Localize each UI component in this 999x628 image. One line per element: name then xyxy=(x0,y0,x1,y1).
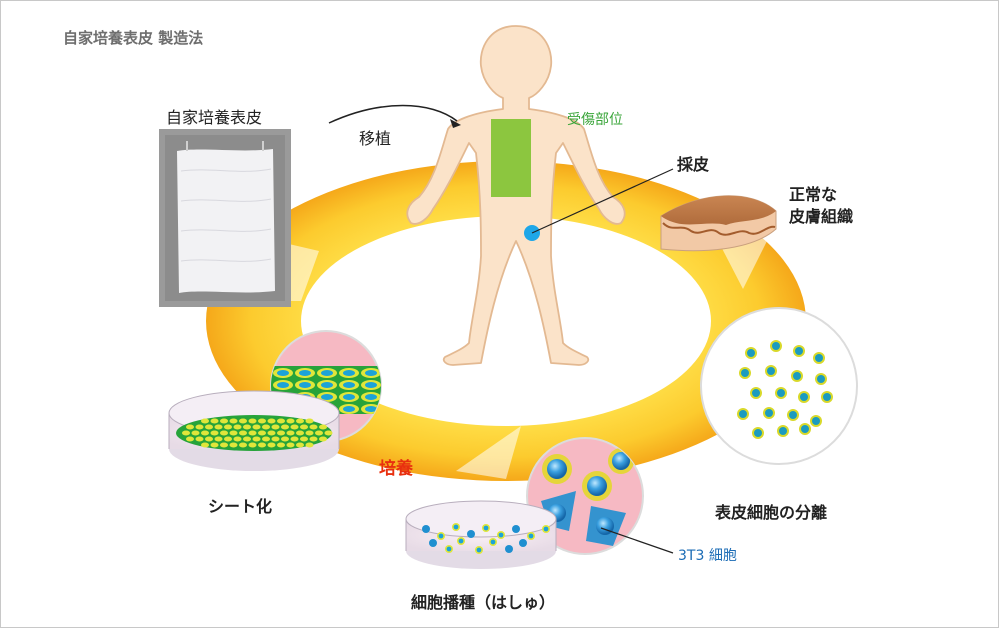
cultured-epidermis-photo xyxy=(159,129,291,307)
graft-label: 自家培養表皮 xyxy=(166,108,263,127)
normal-skin-label-line2: 皮膚組織 xyxy=(789,207,854,226)
wound-site-label: 受傷部位 xyxy=(567,112,623,128)
seeding-magnified-circle xyxy=(526,437,674,555)
skin-tissue-block xyxy=(660,195,777,252)
transplant-label: 移植 xyxy=(359,129,392,148)
figure-title: 自家培養表皮 製造法 xyxy=(63,29,204,47)
sheet-culture-dish xyxy=(168,390,340,471)
transplant-arrowhead xyxy=(450,119,461,128)
seeding-label: 細胞播種（はしゅ） xyxy=(411,593,556,612)
transplant-arrow xyxy=(328,104,458,124)
harvest-label: 採皮 xyxy=(677,155,710,174)
normal-skin-label-line1: 正常な xyxy=(789,185,838,204)
wound-site-patch xyxy=(491,119,531,197)
sheet-label: シート化 xyxy=(208,497,273,516)
human-body-figure xyxy=(406,25,674,366)
separated-cells-circle xyxy=(700,307,858,465)
seeding-culture-dish xyxy=(405,500,557,569)
culture-label: 培養 xyxy=(379,459,413,479)
cell-3t3-label: 3T3 細胞 xyxy=(678,548,737,564)
separation-label: 表皮細胞の分離 xyxy=(715,503,828,522)
